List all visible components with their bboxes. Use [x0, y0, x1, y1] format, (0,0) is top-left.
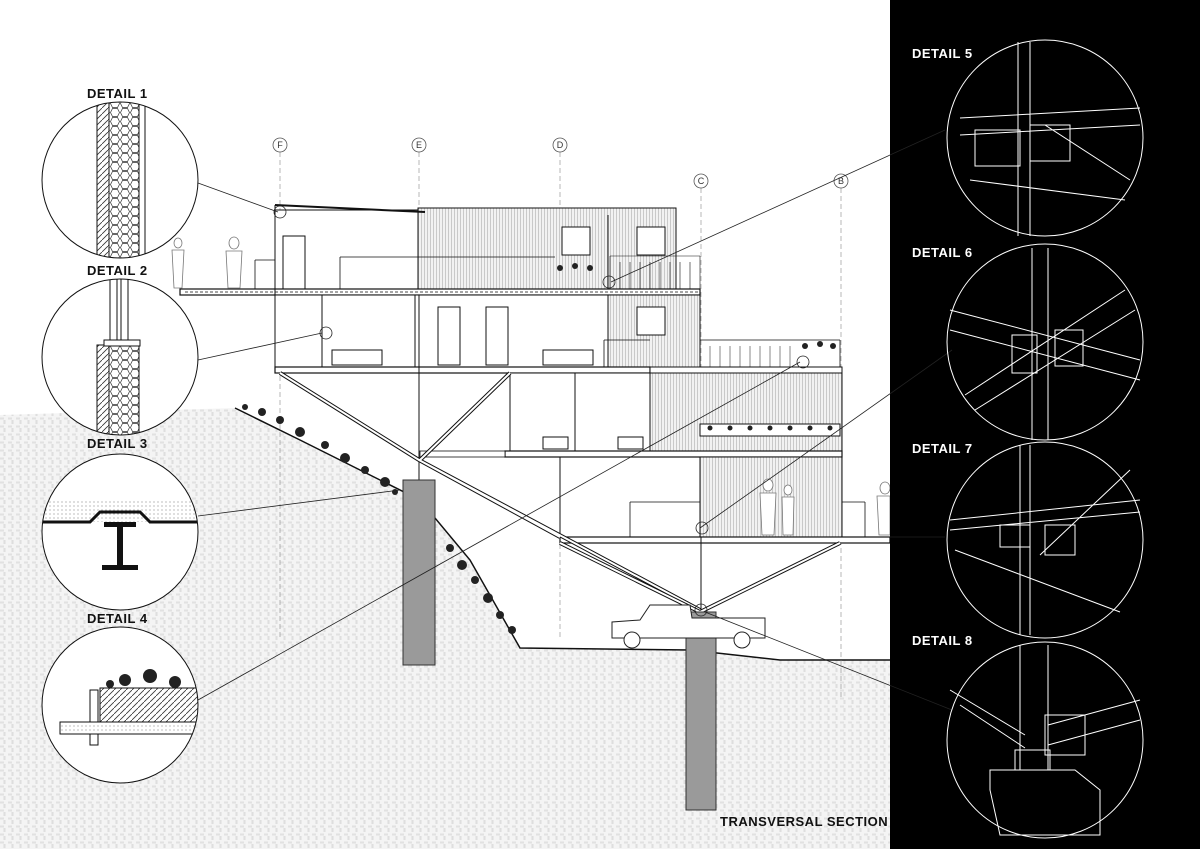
detail-7-bubble	[946, 441, 1144, 639]
detail-4-label: DETAIL 4	[87, 611, 148, 626]
grid-axis-label: F	[277, 140, 283, 150]
detail-3-bubble	[41, 453, 199, 611]
detail-3-label: DETAIL 3	[87, 436, 148, 451]
detail-1-label: DETAIL 1	[87, 86, 148, 101]
detail-5-bubble	[946, 39, 1144, 237]
detail-1-bubble	[41, 101, 199, 259]
grid-axis-label: C	[698, 176, 705, 186]
details-panel-background	[890, 0, 1200, 849]
ground-line	[234, 407, 890, 661]
drawing-title: TRANSVERSAL SECTION	[720, 814, 888, 829]
grid-axis-markers	[272, 137, 849, 189]
grid-axis-label: E	[416, 140, 422, 150]
detail-2-bubble	[41, 278, 199, 436]
detail-6-label: DETAIL 6	[912, 245, 973, 260]
detail-leader-lines	[197, 129, 953, 711]
grid-axis-label: B	[838, 176, 844, 186]
detail-4-bubble	[41, 626, 199, 784]
detail-5-label: DETAIL 5	[912, 46, 973, 61]
detail-6-bubble	[946, 243, 1144, 441]
detail-8-label: DETAIL 8	[912, 633, 973, 648]
grid-axis-label: D	[557, 140, 564, 150]
detail-2-label: DETAIL 2	[87, 263, 148, 278]
concrete-pier	[685, 611, 717, 811]
ground-terrain	[0, 408, 890, 849]
detail-callout-markers	[273, 205, 810, 617]
pickup-truck	[611, 604, 766, 649]
human-figures	[171, 236, 891, 536]
detail-7-label: DETAIL 7	[912, 441, 973, 456]
detail-8-bubble	[946, 641, 1144, 839]
concrete-pier	[402, 479, 436, 666]
